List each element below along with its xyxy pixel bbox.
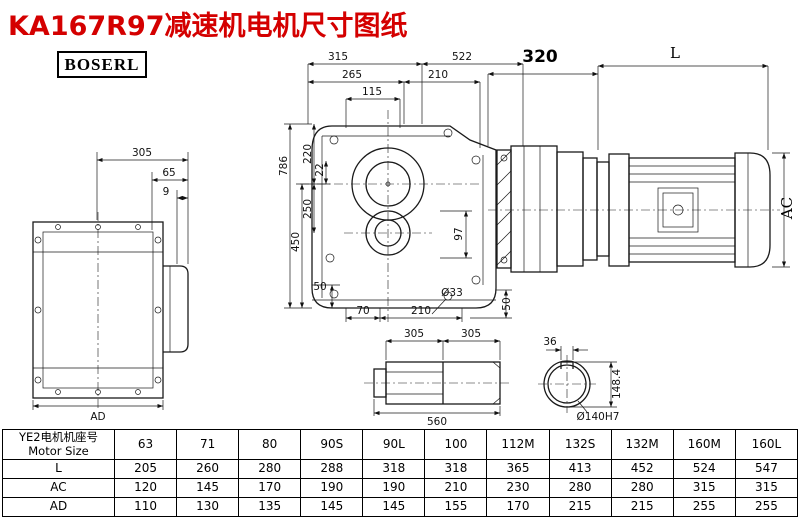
size-col-8: 132M	[610, 429, 674, 460]
cell-L-0: 205	[113, 459, 178, 479]
dim-AC: AC	[778, 197, 796, 220]
dim-315: 315	[328, 51, 348, 63]
front-view-dimensions: 315 522 265 210 115 786 450 220 250 22 9…	[278, 51, 524, 322]
cell-AD-6: 170	[486, 497, 550, 517]
cell-AD-1: 130	[176, 497, 240, 517]
size-col-10: 160L	[734, 429, 799, 460]
dim-320: 320	[522, 47, 558, 67]
cell-AC-4: 190	[362, 478, 426, 498]
dim-shaft-305b: 305	[461, 328, 481, 340]
dim-250: 250	[302, 199, 314, 219]
size-col-9: 160M	[672, 429, 736, 460]
cell-AC-8: 280	[610, 478, 674, 498]
cell-L-9: 524	[672, 459, 736, 479]
cell-AD-3: 145	[300, 497, 364, 517]
table-header-row: YE2电机机座号 Motor Size 63 71 80 90S 90L 100…	[2, 429, 799, 460]
dim-148: 148.4	[611, 369, 623, 399]
dim-side-305: 305	[132, 147, 152, 159]
motor-size-header-cn: YE2电机机座号	[18, 429, 99, 444]
motor-view	[488, 145, 780, 273]
motor-size-header-en: Motor Size	[28, 443, 89, 458]
table-row-AD: AD 110 130 135 145 145 155 170 215 215 2…	[2, 497, 799, 517]
cell-AC-5: 210	[424, 478, 488, 498]
table-row-L: L 205 260 280 288 318 318 365 413 452 52…	[2, 459, 799, 479]
cell-AD-7: 215	[548, 497, 612, 517]
size-col-0: 63	[113, 429, 178, 460]
dim-side-AD: AD	[90, 411, 105, 423]
dim-97: 97	[453, 227, 465, 240]
dim-786: 786	[278, 156, 290, 176]
row-label-L: L	[2, 459, 115, 479]
dim-210-bottom: 210	[411, 305, 431, 317]
cell-AC-7: 280	[548, 478, 612, 498]
dim-210-top: 210	[428, 69, 448, 81]
motor-dimension-table: YE2电机机座号 Motor Size 63 71 80 90S 90L 100…	[2, 429, 799, 517]
shaft-view	[364, 361, 512, 405]
size-col-2: 80	[238, 429, 302, 460]
size-col-7: 132S	[548, 429, 612, 460]
row-label-AC: AC	[2, 478, 115, 498]
dim-L: L	[670, 44, 680, 62]
cell-AD-2: 135	[238, 497, 302, 517]
size-col-5: 100	[424, 429, 488, 460]
motor-size-header: YE2电机机座号 Motor Size	[2, 429, 115, 460]
page-title: KA167R97减速机电机尺寸图纸	[8, 11, 408, 42]
size-col-4: 90L	[362, 429, 426, 460]
cell-AD-10: 255	[734, 497, 799, 517]
cell-L-7: 413	[548, 459, 612, 479]
dim-50-left: 50	[313, 281, 326, 293]
cell-AD-0: 110	[113, 497, 178, 517]
cell-AD-4: 145	[362, 497, 426, 517]
table-row-AC: AC 120 145 170 190 190 210 230 280 280 3…	[2, 478, 799, 498]
cell-AC-2: 170	[238, 478, 302, 498]
cell-L-6: 365	[486, 459, 550, 479]
bore-view	[538, 355, 596, 413]
cell-AD-5: 155	[424, 497, 488, 517]
dim-115: 115	[362, 86, 382, 98]
row-label-AD: AD	[2, 497, 115, 517]
dim-220: 220	[302, 144, 314, 164]
cell-AC-0: 120	[113, 478, 178, 498]
technical-drawing: 305 65 9 AD 315 522	[32, 44, 796, 428]
cell-AC-10: 315	[734, 478, 799, 498]
cell-L-4: 318	[362, 459, 426, 479]
size-col-3: 90S	[300, 429, 364, 460]
dim-522: 522	[452, 51, 472, 63]
cell-AD-8: 215	[610, 497, 674, 517]
dim-140H7: Ø140H7	[577, 411, 620, 423]
dim-265: 265	[342, 69, 362, 81]
dim-side-65: 65	[162, 167, 175, 179]
cell-L-3: 288	[300, 459, 364, 479]
dim-70: 70	[356, 305, 369, 317]
dim-shaft-305a: 305	[404, 328, 424, 340]
cell-AC-1: 145	[176, 478, 240, 498]
size-col-6: 112M	[486, 429, 550, 460]
side-view	[32, 212, 189, 408]
size-col-1: 71	[176, 429, 240, 460]
cell-AC-9: 315	[672, 478, 736, 498]
dim-22: 22	[314, 163, 326, 176]
cell-L-8: 452	[610, 459, 674, 479]
dim-50-right: 50	[501, 297, 513, 310]
motor-view-dimensions: 320 L AC	[487, 44, 796, 268]
bore-view-dimensions: 36 148.4 Ø140H7	[543, 336, 623, 423]
shaft-view-dimensions: 305 305 560	[373, 328, 501, 428]
cell-AD-9: 255	[672, 497, 736, 517]
cell-L-5: 318	[424, 459, 488, 479]
dim-33: Ø33	[441, 287, 463, 299]
dim-side-9: 9	[163, 186, 170, 198]
dim-450: 450	[290, 232, 302, 252]
cell-AC-6: 230	[486, 478, 550, 498]
side-view-dimensions: 305 65 9 AD	[32, 147, 189, 423]
cell-L-1: 260	[176, 459, 240, 479]
dim-560: 560	[427, 416, 447, 428]
cell-AC-3: 190	[300, 478, 364, 498]
front-view	[300, 110, 497, 322]
dim-36: 36	[543, 336, 557, 348]
cell-L-10: 547	[734, 459, 799, 479]
cell-L-2: 280	[238, 459, 302, 479]
brand-logo: BOSERL	[57, 51, 147, 78]
